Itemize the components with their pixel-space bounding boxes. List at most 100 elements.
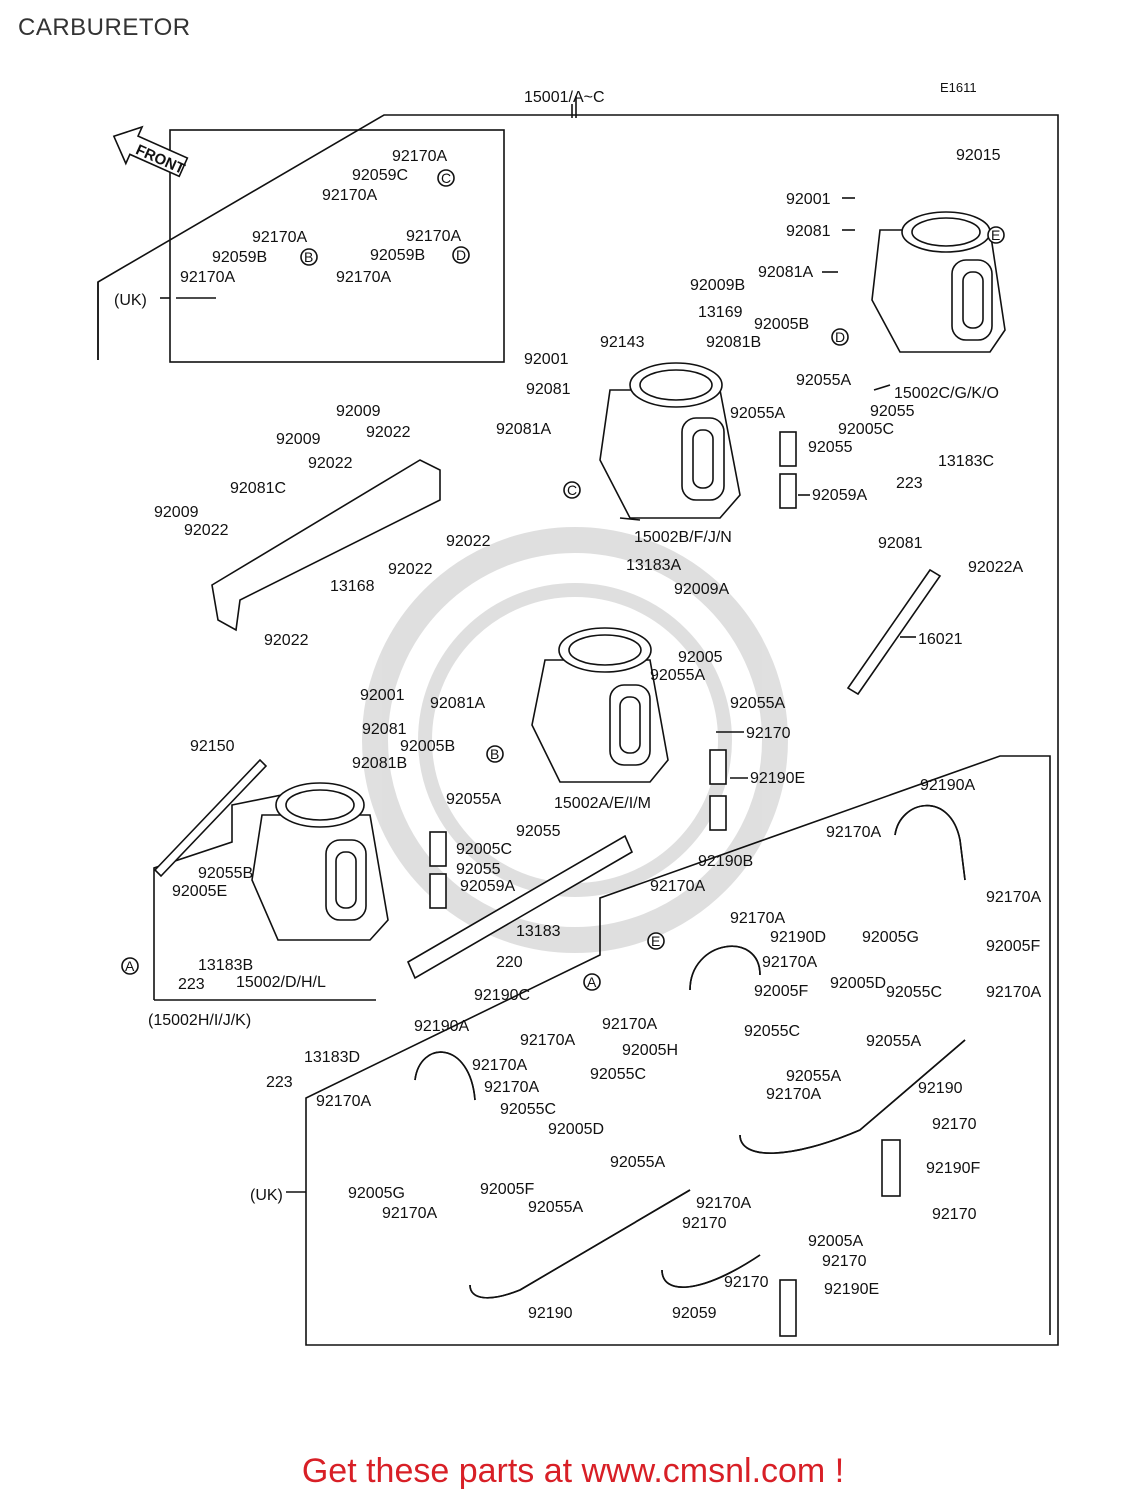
part-label: 92170A [650, 878, 705, 895]
part-label: 92055 [516, 823, 561, 840]
part-label: 92190 [528, 1305, 573, 1322]
part-label: 92059B [370, 247, 425, 264]
part-label: 92143 [600, 334, 645, 351]
part-label: 15002A/E/I/M [554, 795, 651, 812]
svg-text:C: C [441, 170, 451, 186]
part-label: 92005 [678, 649, 723, 666]
part-label: 92170A [762, 954, 817, 971]
part-label: 92055 [870, 403, 915, 420]
part-label: 92081 [526, 381, 571, 398]
part-label: 92081A [430, 695, 485, 712]
part-label: 92055A [796, 372, 851, 389]
part-label: 92001 [524, 351, 569, 368]
part-label: 92055A [730, 695, 785, 712]
cable-16021 [846, 568, 942, 696]
exploded-parts-diagram: FRONT [97, 80, 1059, 1346]
part-label: 92059 [672, 1305, 717, 1322]
part-label: 92081B [706, 334, 761, 351]
part-label: 92005A [808, 1233, 863, 1250]
svg-text:E: E [651, 933, 660, 949]
part-label: 92055B [198, 865, 253, 882]
part-label: 92170A [392, 148, 447, 165]
part-labels: 92170A 92059C 92170A 92170A 92059B 92170… [148, 147, 1041, 1322]
svg-text:B: B [304, 249, 313, 265]
part-label: 15002B/F/J/N [634, 529, 732, 546]
leader-lines [176, 96, 916, 1193]
part-label: 92170A [520, 1032, 575, 1049]
part-label: 92059C [352, 167, 408, 184]
part-label: 92005G [348, 1185, 405, 1202]
rod-92150 [153, 758, 268, 878]
part-label: 13168 [330, 578, 375, 595]
part-label: 92005C [838, 421, 894, 438]
uk-label-top: (UK) [114, 292, 147, 309]
part-label: 92170 [932, 1206, 977, 1223]
part-label: (15002H/I/J/K) [148, 1012, 251, 1029]
part-label: 92001 [360, 687, 405, 704]
part-label: 92170A [316, 1093, 371, 1110]
rail-13183 [406, 834, 634, 980]
svg-text:A: A [587, 974, 597, 990]
part-label: 92190B [698, 853, 753, 870]
part-label: 92059B [212, 249, 267, 266]
footer-link-text[interactable]: Get these parts at www.cmsnl.com ! [301, 1452, 845, 1490]
part-label: 92170 [822, 1253, 867, 1270]
part-label: 92170A [484, 1079, 539, 1096]
part-label: 92005B [400, 738, 455, 755]
part-label: 92055A [786, 1068, 841, 1085]
part-label: 92170 [746, 725, 791, 742]
part-label: 92055A [528, 1199, 583, 1216]
part-label: 223 [896, 475, 923, 492]
part-label: 220 [496, 954, 523, 971]
part-label: 92081 [786, 223, 831, 240]
part-label: 92009 [154, 504, 199, 521]
part-label: 13183B [198, 957, 253, 974]
part-label: 92005F [480, 1181, 534, 1198]
part-label: 92022 [184, 522, 229, 539]
part-label: 92190F [926, 1160, 980, 1177]
bracket-13168 [211, 459, 441, 632]
carburetor-body-15002a [531, 627, 669, 783]
svg-text:B: B [490, 746, 499, 762]
part-label: 92081C [230, 480, 286, 497]
svg-text:A: A [125, 958, 135, 974]
part-label: 92190 [918, 1080, 963, 1097]
part-label: (UK) [250, 1187, 283, 1204]
carburetor-body-15002c [871, 211, 1006, 353]
part-label: 92005B [754, 316, 809, 333]
part-label: 92055A [446, 791, 501, 808]
part-label: 223 [178, 976, 205, 993]
part-label: 92009 [276, 431, 321, 448]
part-label: 92081B [352, 755, 407, 772]
part-label: 92001 [786, 191, 831, 208]
part-label: 92055A [610, 1154, 665, 1171]
part-label: 92022 [366, 424, 411, 441]
svg-text:D: D [835, 329, 845, 345]
part-label: 92170A [826, 824, 881, 841]
watermark-logo [362, 527, 788, 953]
part-label: 92009 [336, 403, 381, 420]
svg-text:E: E [991, 227, 1000, 243]
part-label: 13169 [698, 304, 743, 321]
part-label: 92170A [602, 1016, 657, 1033]
part-label: 13183A [626, 557, 681, 574]
carburetor-body-15002 [251, 782, 389, 941]
reference-markers: C B D E D C B A E A [121, 169, 1005, 991]
part-label: 92005E [172, 883, 227, 900]
part-label: 92170A [406, 228, 461, 245]
part-label: 92022 [388, 561, 433, 578]
assembly-number: 15001/A~C [524, 89, 605, 106]
part-label: 92170A [336, 269, 391, 286]
part-label: 13183D [304, 1049, 360, 1066]
part-label: 13183 [516, 923, 561, 940]
part-label: 92170A [472, 1057, 527, 1074]
hoses [414, 431, 966, 1337]
svg-text:D: D [456, 247, 466, 263]
part-label: 92009B [690, 277, 745, 294]
part-label: 92170 [682, 1215, 727, 1232]
part-label: 15002/D/H/L [236, 974, 326, 991]
part-label: 92170A [252, 229, 307, 246]
page-title: CARBURETOR [18, 14, 191, 41]
part-label: 92059A [812, 487, 867, 504]
part-label: 92022 [308, 455, 353, 472]
